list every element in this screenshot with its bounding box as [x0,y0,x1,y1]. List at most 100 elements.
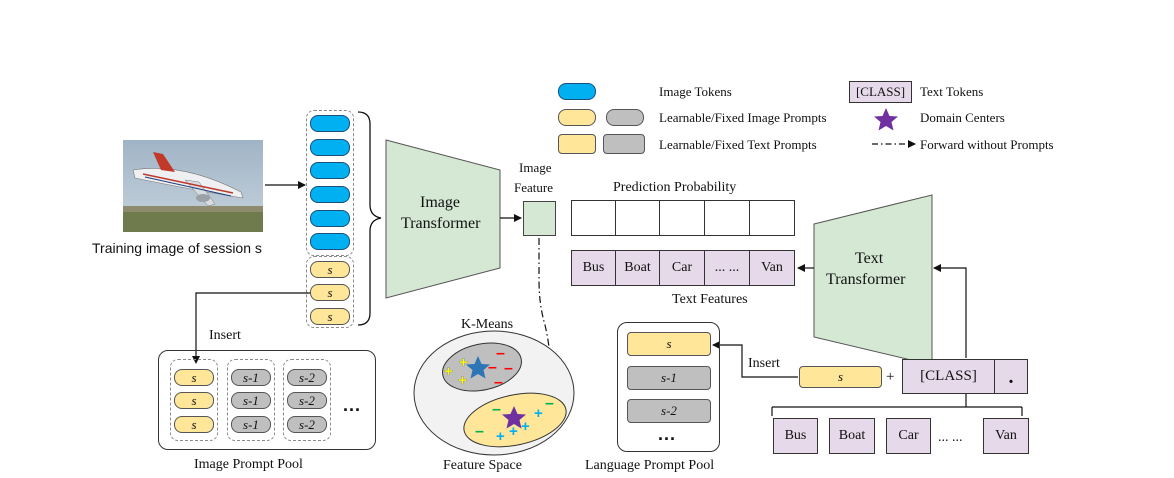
text-features-label: Text Features [672,292,748,307]
language-insert-arrow [712,341,798,378]
image-prompt-s: s [310,284,350,301]
plus-marker: + [534,405,543,422]
text-input-class-token: [CLASS] [902,359,995,394]
legend-learnable-image-prompt-icon [558,109,596,126]
image-pool-more: ... [343,395,362,415]
language-prompt-pool-box [617,322,720,452]
prediction-probability-cell [659,200,705,236]
image-token [310,162,350,179]
legend-text-prompts-label: Learnable/Fixed Text Prompts [659,137,817,152]
legend-domain-centers-label: Domain Centers [920,110,1005,125]
class-name-cell: Boat [829,418,875,454]
text-input-period-token: . [994,359,1028,394]
minus-marker: – [545,395,554,412]
language-prompt-s: s [627,332,711,356]
legend-text-tokens-label: Text Tokens [920,84,984,99]
domain-center-star-purple-icon [502,406,526,429]
feature-space-markers: + + + – – – – – – – + + + + [444,345,554,445]
class-name-cell: Bus [773,418,818,454]
text-transformer-label-line2: Transformer [826,271,906,288]
image-transformer-block [385,139,501,299]
pool-prompt-s: s [174,392,214,409]
text-feature-cell: ... ... [704,250,750,286]
image-token [310,139,350,156]
pool-column-s [170,359,218,441]
plus-marker: + [496,428,505,445]
token-brace [357,111,382,326]
text-input-prompt-s: s [799,366,882,388]
text-input-to-transformer-arrow [933,264,967,358]
legend-image-tokens-label: Image Tokens [659,84,732,99]
prediction-probability-label: Prediction Probability [613,180,737,195]
pool-prompt-s-1: s-1 [231,416,271,433]
kmeans-label: K-Means [461,317,514,332]
minus-marker: – [488,359,497,376]
plus-marker: + [509,423,518,440]
image-token [310,186,350,203]
image-tokens-group [306,110,354,256]
plus-marker: + [521,418,530,435]
minus-marker: – [504,360,513,377]
text-feature-cell: Boat [615,250,660,286]
legend-learnable-text-prompt-icon [558,134,596,154]
prediction-probability-cell [571,200,616,236]
image-token [310,233,350,250]
pool-prompt-s-1: s-1 [231,392,271,409]
image-prompt-s: s [310,308,350,325]
class-name-cell: Van [983,418,1029,454]
language-prompt-pool-title: Language Prompt Pool [585,458,715,473]
image-insert-label: Insert [209,328,241,343]
text-feature-cell: Van [749,250,795,286]
minus-marker: – [494,374,503,391]
pool-prompt-s: s [174,369,214,386]
minus-marker: – [492,401,501,418]
pool-prompt-s-2: s-2 [287,416,327,433]
image-feature-label-line1: Image [519,160,552,175]
plus-marker: + [458,372,467,389]
image-token [310,115,350,132]
pool-prompt-s-2: s-2 [287,392,327,409]
language-pool-more: ... [658,424,677,444]
image-token [310,210,350,227]
legend-image-token-icon [558,83,596,100]
image-transformer-label-line2: Transformer [401,215,481,232]
legend-class-token-box: [CLASS] [849,81,912,103]
image-prompts-group [306,256,354,328]
text-feature-cell: Bus [571,250,616,286]
plus-marker: + [459,354,468,371]
pool-prompt-s-1: s-1 [231,369,271,386]
language-insert-label: Insert [748,356,780,371]
language-prompt-s-2: s-2 [627,399,711,423]
class-name-ellipsis: ... ... [938,430,963,445]
image-feature-box [523,201,556,236]
prediction-probability-cell [615,200,660,236]
prediction-probability-cell [749,200,795,236]
pool-column-s-2 [283,359,331,441]
image-feature-label-line2: Feature [514,180,553,195]
text-feature-cell: Car [659,250,705,286]
image-prompt-pool-title: Image Prompt Pool [194,457,303,472]
legend-fixed-text-prompt-icon [603,134,645,154]
legend-forward-without-prompts-label: Forward without Prompts [920,137,1054,152]
text-transformer-label-line1: Text [855,250,884,267]
pool-prompt-s: s [174,416,214,433]
class-name-cell: Car [886,418,931,454]
language-prompt-s-1: s-1 [627,366,711,390]
legend-fixed-image-prompt-icon [606,109,644,126]
domain-center-star-blue-icon [466,356,490,379]
pool-column-s-1 [227,359,275,441]
image-insert-arrow [192,292,310,364]
training-image [123,140,263,232]
prediction-probability-cell [704,200,750,236]
text-input-plus: + [886,369,895,385]
minus-marker: – [475,423,484,440]
legend-image-prompts-label: Learnable/Fixed Image Prompts [659,110,827,125]
pool-prompt-s-2: s-2 [287,369,327,386]
image-prompt-pool-box [158,350,376,450]
feature-space-label: Feature Space [443,458,522,473]
image-transformer-label-line1: Image [420,194,460,211]
image-prompt-s: s [310,261,350,278]
minus-marker: – [496,345,505,362]
training-image-caption: Training image of session s [92,240,262,256]
